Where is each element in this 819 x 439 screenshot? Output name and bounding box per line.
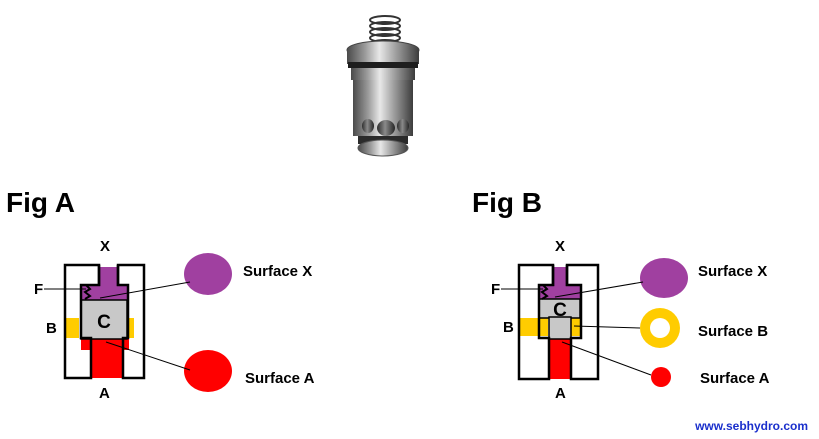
fig-b-title: Fig B: [472, 187, 542, 218]
fig-a-port-f: F: [34, 281, 43, 298]
figure-b: Fig B C X F B A Surface X Surface B: [472, 187, 770, 402]
fig-a-port-x: X: [100, 238, 110, 255]
website-link[interactable]: www.sebhydro.com: [694, 419, 808, 433]
fig-b-b-side-fill: [570, 318, 580, 336]
fig-b-port-x: X: [555, 238, 565, 255]
fig-a-port-b: B: [46, 320, 57, 337]
fig-b-surface-b-leader: [573, 325, 641, 329]
fig-b-x-chamber-fill: [539, 285, 581, 299]
fig-a-surface-a-label: Surface A: [245, 370, 315, 387]
fig-b-x-port-fill: [553, 267, 567, 287]
fig-b-surface-x-label: Surface X: [698, 263, 767, 280]
fig-a-b-side-fill: [127, 318, 134, 338]
fig-a-surface-x-leader: [99, 281, 191, 299]
fig-a-title: Fig A: [6, 187, 75, 218]
fig-b-port-a: A: [555, 385, 566, 402]
fig-a-surface-a-leader: [105, 341, 191, 371]
fig-b-surface-b-label: Surface B: [698, 323, 768, 340]
fig-a-b-port-fill: [66, 318, 79, 338]
fig-a-surface-x-circle: [184, 253, 232, 295]
figure-a: Fig A C X F B A Surface X Surface A: [6, 187, 315, 402]
fig-b-b-port-fill: [520, 318, 548, 336]
fig-a-port-a: A: [99, 385, 110, 402]
fig-a-spring: [83, 284, 92, 300]
fig-b-surface-a-circle: [651, 367, 671, 387]
fig-b-surface-a-leader: [561, 341, 652, 376]
fig-a-x-chamber-fill: [81, 286, 128, 300]
fig-a-surface-x-label: Surface X: [243, 263, 312, 280]
cartridge-valve-icon: [346, 15, 420, 157]
fig-b-port-b: B: [503, 319, 514, 336]
fig-b-surface-x-circle: [640, 258, 688, 298]
fig-b-surface-a-label: Surface A: [700, 370, 770, 387]
fig-a-a-port-fill: [91, 348, 123, 378]
fig-b-surface-x-leader: [554, 281, 644, 298]
fig-b-spring: [540, 284, 549, 300]
fig-b-port-f: F: [491, 281, 500, 298]
fig-b-a-port-fill: [549, 338, 571, 379]
fig-a-core-label: C: [97, 312, 111, 333]
fig-a-x-port-fill: [99, 267, 118, 287]
fig-b-core-stem: [548, 316, 572, 340]
fig-a-a-chamber-fill: [81, 338, 129, 350]
fig-b-core-label: C: [553, 300, 567, 321]
fig-a-surface-a-circle: [184, 350, 232, 392]
